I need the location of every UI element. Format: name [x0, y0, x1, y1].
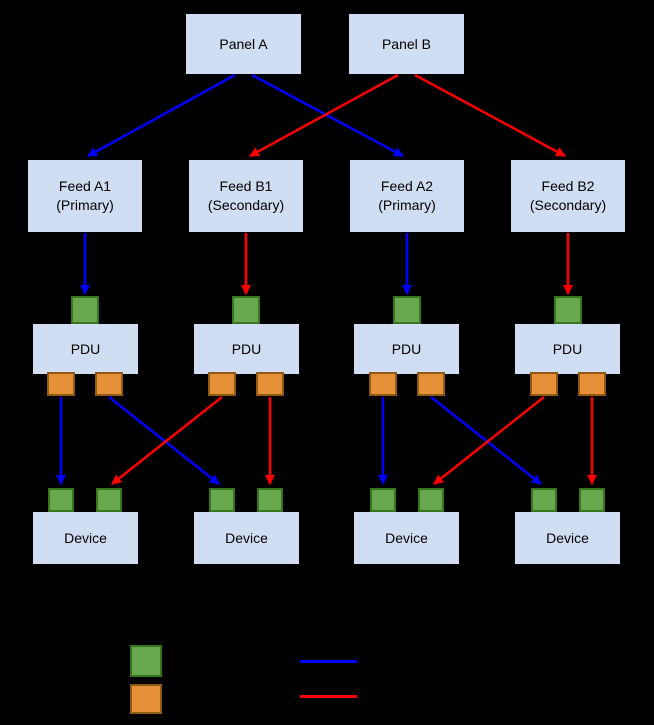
legend-green-port-swatch	[130, 645, 162, 677]
device2-box: Device	[194, 512, 299, 564]
device4-box: Device	[515, 512, 620, 564]
legend-blue-path-swatch	[300, 660, 357, 663]
device1-input-port-right	[96, 488, 122, 512]
arrow-pdu2-to-device1	[111, 396, 223, 485]
arrow-panel-b-to-feed-b2	[414, 73, 566, 158]
arrow-pdu3-to-device4	[430, 396, 542, 485]
pdu3-input-port	[393, 296, 421, 324]
device2-input-port-left	[209, 488, 235, 512]
device3-input-port-right	[418, 488, 444, 512]
device3-label: Device	[385, 529, 428, 546]
device3-input-port-left	[370, 488, 396, 512]
pdu2-box: PDU	[194, 324, 299, 374]
device4-input-port-left	[531, 488, 557, 512]
panel-b-box: Panel B	[349, 14, 464, 74]
panel-a-box: Panel A	[186, 14, 301, 74]
pdu4-output-port-left	[530, 372, 558, 396]
pdu2-label: PDU	[231, 340, 262, 357]
feed-b2-role: (Secondary)	[529, 197, 607, 213]
pdu4-input-port	[554, 296, 582, 324]
pdu3-output-port-right	[417, 372, 445, 396]
pdu1-box: PDU	[33, 324, 138, 374]
arrow-panel-a-to-feed-a2	[251, 73, 404, 158]
feed-a1-name: Feed A1	[58, 178, 112, 195]
device4-label: Device	[546, 529, 589, 546]
panel-b-label: Panel B	[381, 35, 432, 52]
device1-box: Device	[33, 512, 138, 564]
arrow-panel-b-to-feed-b1	[249, 73, 399, 158]
pdu3-output-port-left	[369, 372, 397, 396]
arrow-pdu1-to-device2	[108, 396, 220, 485]
device2-input-port-right	[257, 488, 283, 512]
device1-label: Device	[64, 529, 107, 546]
pdu1-output-port-right	[95, 372, 123, 396]
pdu2-output-port-right	[256, 372, 284, 396]
panel-a-label: Panel A	[219, 35, 268, 52]
arrow-panel-a-to-feed-a1	[87, 73, 236, 158]
pdu1-output-port-left	[47, 372, 75, 396]
pdu3-box: PDU	[354, 324, 459, 374]
feed-b2-box: Feed B2 (Secondary)	[511, 160, 625, 232]
pdu4-label: PDU	[552, 340, 583, 357]
feed-b1-role: (Secondary)	[207, 197, 285, 213]
feed-b1-name: Feed B1	[219, 178, 273, 195]
pdu4-box: PDU	[515, 324, 620, 374]
device2-label: Device	[225, 529, 268, 546]
pdu1-input-port	[71, 296, 99, 324]
feed-a1-box: Feed A1 (Primary)	[28, 160, 142, 232]
feed-a2-box: Feed A2 (Primary)	[350, 160, 464, 232]
device1-input-port-left	[48, 488, 74, 512]
feed-b2-name: Feed B2	[541, 178, 595, 195]
feed-b1-box: Feed B1 (Secondary)	[189, 160, 303, 232]
pdu2-output-port-left	[208, 372, 236, 396]
feed-a2-role: (Primary)	[378, 197, 436, 213]
pdu4-output-port-right	[578, 372, 606, 396]
arrow-pdu4-to-device3	[433, 396, 545, 485]
device4-input-port-right	[579, 488, 605, 512]
pdu3-label: PDU	[391, 340, 422, 357]
feed-a1-role: (Primary)	[56, 197, 114, 213]
pdu1-label: PDU	[70, 340, 101, 357]
device3-box: Device	[354, 512, 459, 564]
pdu2-input-port	[232, 296, 260, 324]
legend-orange-port-swatch	[130, 684, 162, 714]
feed-a2-name: Feed A2	[380, 178, 434, 195]
legend-red-path-swatch	[300, 695, 357, 698]
